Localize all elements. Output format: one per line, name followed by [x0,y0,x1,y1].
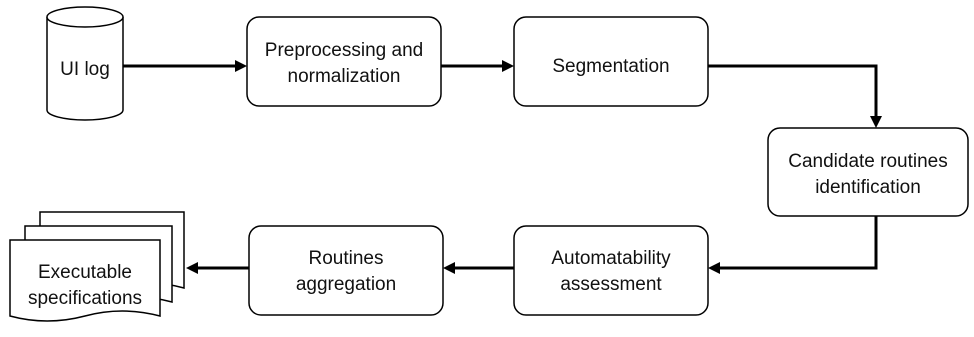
preprocessing-label-line-2: normalization [288,66,401,87]
ui-log-label: UI log [60,59,110,80]
preprocessing-label-line-1: Preprocessing and [265,40,423,61]
arrow-segmentation-to-candidate [708,64,882,128]
arrow-candidate-to-automatability [708,216,878,274]
candidate-routines-node: Candidate routines identification [767,127,969,217]
automatability-label-line-1: Automatability [551,248,671,269]
preprocessing-box [246,16,442,107]
connectors [123,60,882,274]
candidate-routines-box [767,127,969,217]
database-icon [46,17,124,121]
executable-label-line-1: Executable [38,262,132,283]
segmentation-box [513,16,709,107]
preprocessing-node: Preprocessing and normalization [246,16,442,107]
executable-specifications-node: Executable specifications [9,211,185,322]
candidate-routines-label-line-1: Candidate routines [788,151,948,172]
database-top-ellipse [46,6,124,28]
arrow-aggregation-to-executable [186,262,249,274]
candidate-routines-label-line-2: identification [815,177,921,198]
aggregation-label-line-1: Routines [309,248,384,269]
arrow-preprocessing-to-segmentation [441,60,514,72]
executable-label-line-2: specifications [28,288,142,309]
aggregation-label-line-2: aggregation [296,274,396,295]
automatability-label-line-2: assessment [560,274,662,295]
arrow-uilog-to-preprocessing [123,60,247,72]
segmentation-node: Segmentation [513,16,709,107]
segmentation-label: Segmentation [552,56,669,77]
aggregation-node: Routines aggregation [248,225,444,316]
arrow-automatability-to-aggregation [443,262,514,274]
automatability-node: Automatability assessment [513,225,709,316]
ui-log-node: UI log [46,6,124,121]
automatability-box [513,225,709,316]
document-icon [9,239,161,322]
aggregation-box [248,225,444,316]
